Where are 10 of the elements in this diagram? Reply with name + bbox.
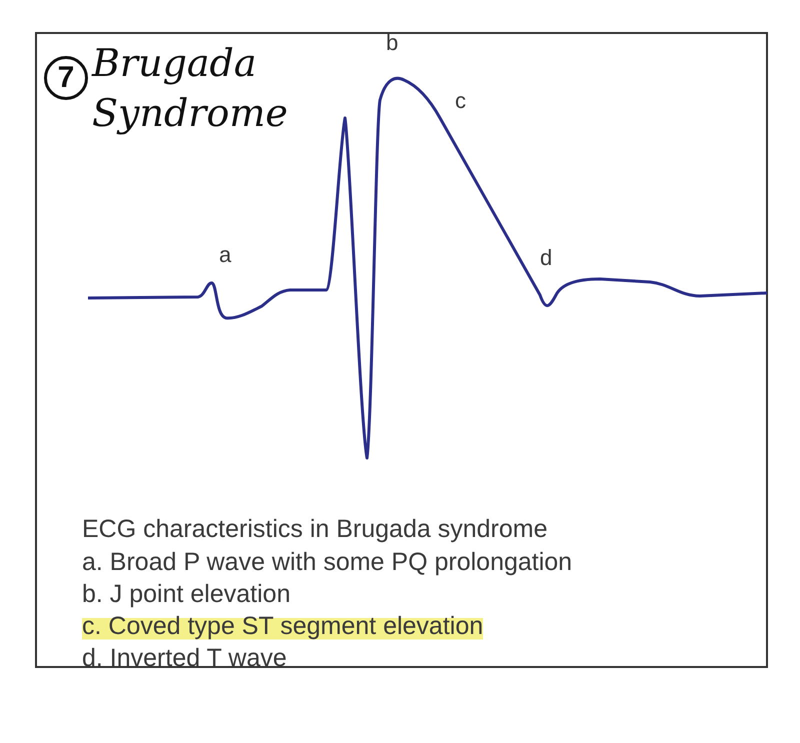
caption-title: ECG characteristics in Brugada syndrome [82, 515, 548, 544]
handwritten-note: Brugada Syndrome [90, 40, 289, 137]
list-item: b. J point elevation [82, 580, 290, 609]
circled-number: 7 [44, 56, 88, 100]
wave-label: c [455, 88, 466, 114]
wave-label: a [219, 242, 232, 268]
list-item: a. Broad P wave with some PQ prolongation [82, 548, 572, 577]
wave-label: d [540, 245, 552, 271]
wave-label: b [386, 30, 398, 56]
list-item: d. Inverted T wave [82, 644, 287, 673]
